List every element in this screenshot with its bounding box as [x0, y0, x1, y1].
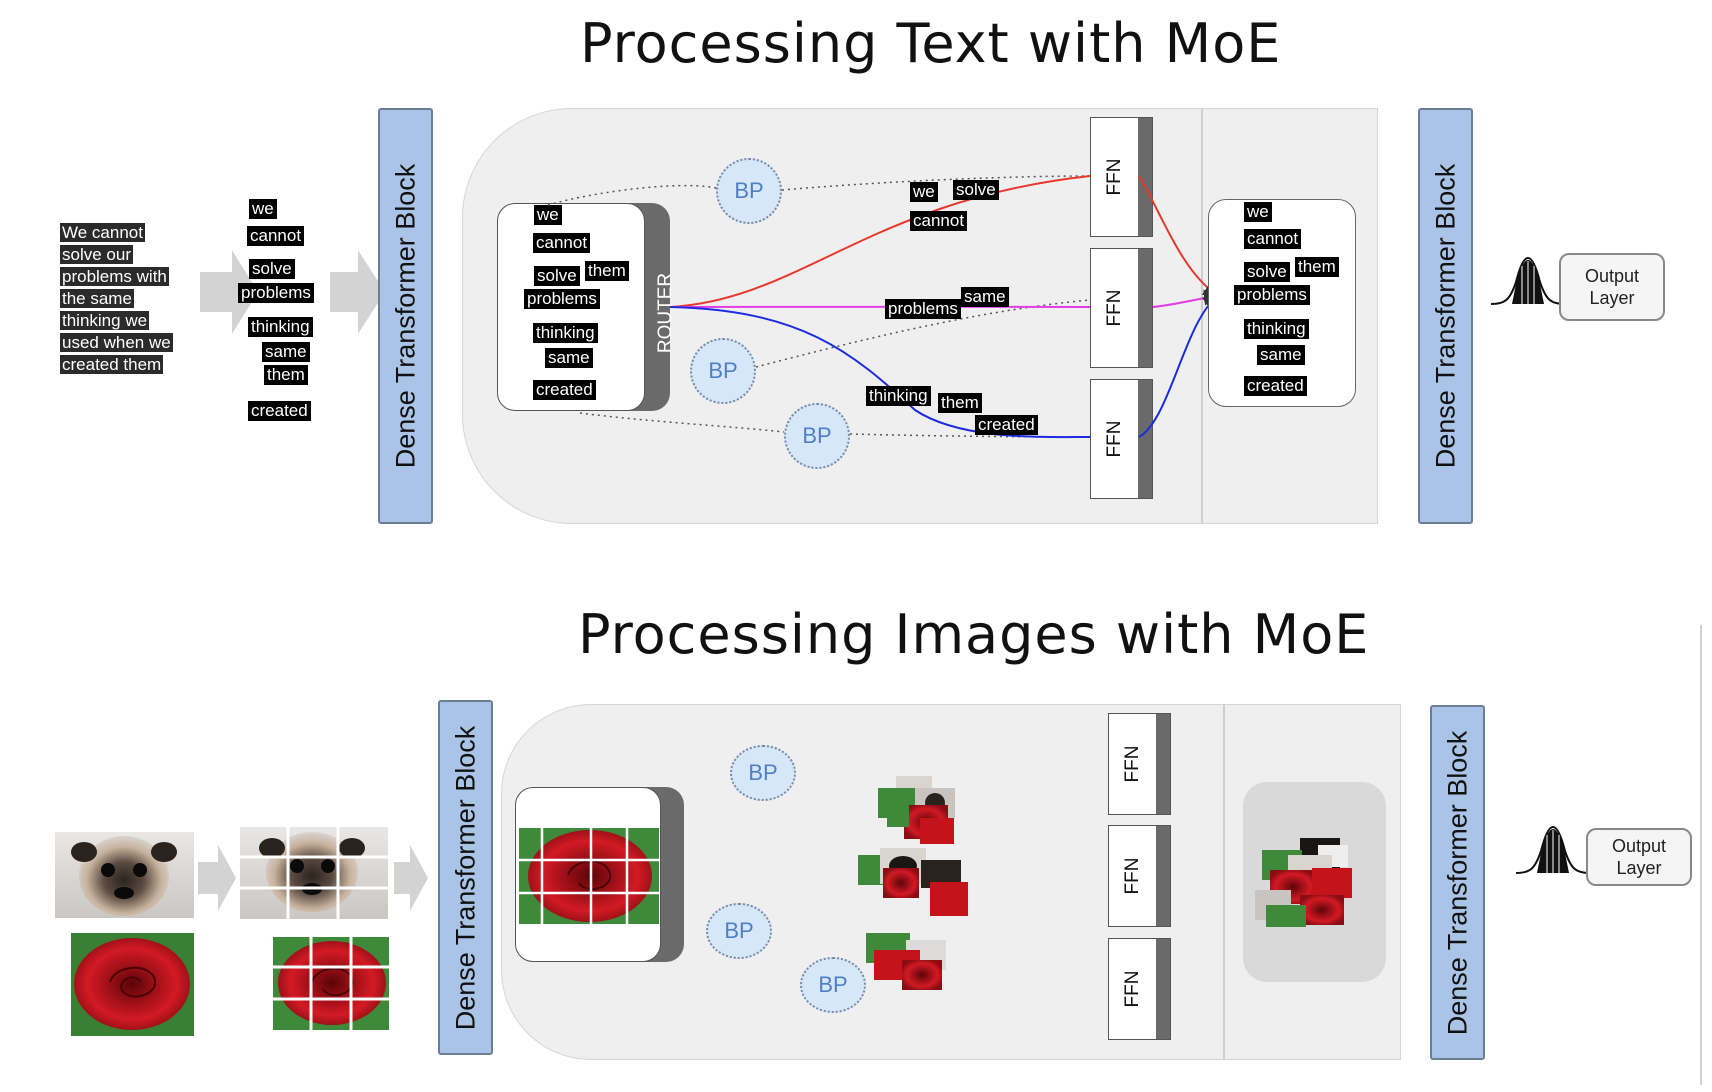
dense-transformer-block-right: Dense Transformer Block	[1430, 705, 1485, 1060]
sentence-line: used when we	[60, 333, 173, 352]
output-token: we	[1244, 202, 1272, 222]
output-layer: Output Layer	[1559, 253, 1665, 321]
panel-divider	[1223, 704, 1225, 1060]
rose-patch-grid	[519, 828, 659, 924]
output-token: same	[1257, 345, 1305, 365]
bell-curve-icon	[1490, 256, 1566, 305]
bp-circle: BP	[716, 158, 782, 224]
output-token: problems	[1234, 285, 1310, 305]
sentence-line: We cannot	[60, 223, 145, 242]
bell-curve-icon	[1515, 825, 1591, 874]
sentence-line: created them	[60, 355, 164, 374]
output-token: cannot	[1244, 229, 1302, 249]
token: created	[248, 401, 311, 421]
sentence-line: the same	[60, 289, 134, 308]
ffn-expert: FFN	[1108, 713, 1171, 815]
dense-transformer-block-left: Dense Transformer Block	[378, 108, 433, 524]
output-token: thinking	[1244, 319, 1309, 339]
router-token: problems	[524, 289, 600, 309]
ffn-expert: FFN	[1108, 938, 1171, 1040]
output-layer: Output Layer	[1586, 828, 1692, 886]
sentence-line: thinking we	[60, 311, 150, 330]
output-token: created	[1244, 376, 1307, 396]
routed-token: same	[961, 287, 1009, 307]
router-token: cannot	[533, 233, 591, 253]
routed-token: them	[938, 393, 982, 413]
routed-token: problems	[885, 299, 961, 319]
ffn-expert: FFN	[1090, 117, 1153, 237]
rose-image-patches	[273, 937, 389, 1030]
output-token: them	[1295, 257, 1339, 277]
rose-image	[71, 933, 194, 1036]
edge-divider	[1700, 625, 1702, 1085]
router-token: solve	[534, 266, 580, 286]
sentence-line: solve our	[60, 245, 133, 264]
routed-token: solve	[953, 180, 999, 200]
pug-image-patches	[240, 827, 388, 919]
bp-circle: BP	[706, 903, 772, 959]
routed-patches	[866, 933, 946, 990]
router-token: thinking	[533, 323, 598, 343]
top-title: Processing Text with MoE	[580, 12, 1282, 75]
bottom-title: Processing Images with MoE	[578, 603, 1370, 666]
token: cannot	[247, 226, 305, 246]
bp-circle: BP	[730, 745, 796, 801]
token: solve	[249, 259, 295, 279]
dense-transformer-block-right: Dense Transformer Block	[1418, 108, 1473, 524]
router-token: we	[534, 205, 562, 225]
routed-token: we	[910, 182, 938, 202]
router-token: created	[533, 380, 596, 400]
output-patches	[1255, 838, 1352, 927]
token: problems	[238, 283, 314, 303]
input-sentence: We cannot solve our problems with the sa…	[60, 222, 180, 376]
token: thinking	[248, 317, 313, 337]
pug-image	[55, 832, 194, 918]
dense-transformer-block-left: Dense Transformer Block	[438, 700, 493, 1055]
output-token: solve	[1244, 262, 1290, 282]
routed-token: created	[975, 415, 1038, 435]
token: same	[262, 342, 310, 362]
bp-circle: BP	[800, 957, 866, 1013]
router-token: same	[545, 348, 593, 368]
ffn-expert: FFN	[1090, 379, 1153, 499]
routed-patches	[858, 848, 968, 916]
routed-patches	[878, 776, 955, 844]
bp-circle: BP	[784, 403, 850, 469]
token: them	[264, 365, 308, 385]
router-token: them	[585, 261, 629, 281]
ffn-expert: FFN	[1090, 248, 1153, 368]
token: we	[249, 199, 277, 219]
routed-token: cannot	[910, 211, 968, 231]
bp-circle: BP	[690, 338, 756, 404]
sentence-line: problems with	[60, 267, 169, 286]
routed-token: thinking	[866, 386, 931, 406]
ffn-expert: FFN	[1108, 825, 1171, 927]
